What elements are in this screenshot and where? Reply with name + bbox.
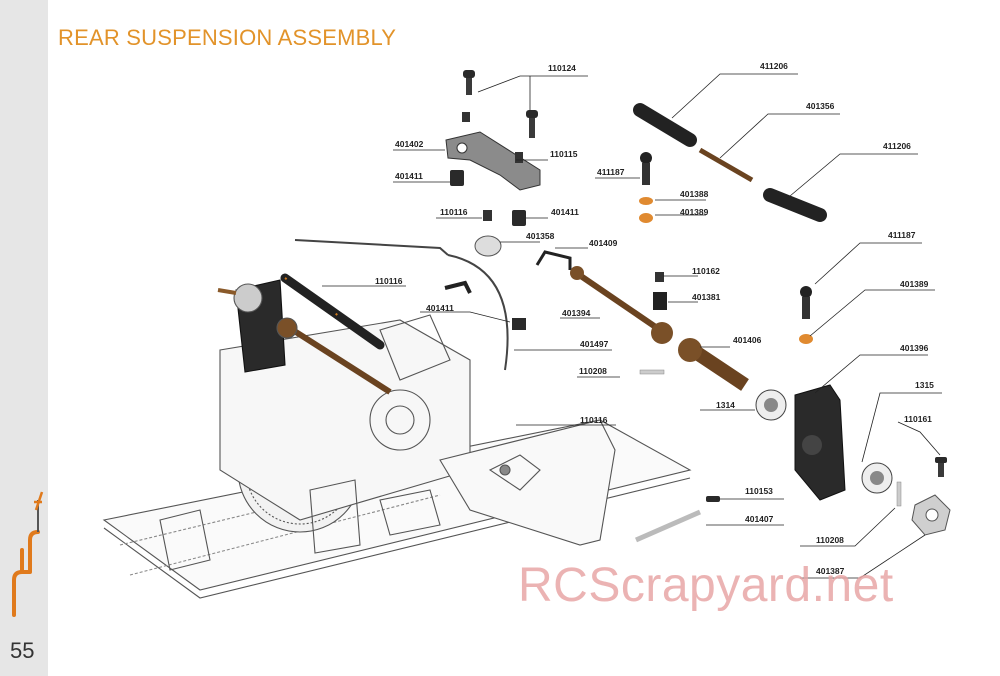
callout-label: 110116 (375, 276, 403, 286)
callout-label: 411187 (597, 167, 625, 177)
callout-label: 401387 (816, 566, 845, 576)
callout-label: 401394 (562, 308, 591, 318)
callout-label: 401389 (900, 279, 929, 289)
callout-label: 401411 (551, 207, 579, 217)
callout-label: 1315 (915, 380, 934, 390)
callout-label: 401402 (395, 139, 424, 149)
exploded-diagram: 110124 411206 401356 401402 110115 41118… (102, 61, 951, 599)
callout-label: 411206 (760, 61, 788, 71)
callout-label: 411187 (888, 230, 916, 240)
callout-label: 401497 (580, 339, 609, 349)
callout-label: 401406 (733, 335, 762, 345)
callout-labels: 110124 411206 401356 401402 110115 41118… (375, 61, 934, 576)
callout-label: 401356 (806, 101, 835, 111)
callout-label: 110208 (816, 535, 844, 545)
callout-label: 401358 (526, 231, 555, 241)
callout-label: 401409 (589, 238, 618, 248)
callout-label: 401411 (426, 303, 454, 313)
callout-label: 110116 (580, 415, 608, 425)
callout-label: 401388 (680, 189, 709, 199)
callout-label: 411206 (883, 141, 911, 151)
callout-label: 401411 (395, 171, 423, 181)
callout-label: 401381 (692, 292, 721, 302)
callout-label: 110124 (548, 63, 576, 73)
callout-label: 110115 (550, 149, 578, 159)
page-title: REAR SUSPENSION ASSEMBLY (58, 25, 397, 50)
watermark-text: RCScrapyard.net (518, 559, 894, 612)
team-edition-logo (12, 491, 44, 617)
callout-label: 401407 (745, 514, 774, 524)
callout-label: 110153 (745, 486, 773, 496)
callout-label: 1314 (716, 400, 735, 410)
callout-label: 401396 (900, 343, 929, 353)
callout-label: 110161 (904, 414, 932, 424)
callout-label: 401389 (680, 207, 709, 217)
page-number: 55 (10, 638, 35, 663)
callout-label: 110116 (440, 207, 468, 217)
callout-label: 110208 (579, 366, 607, 376)
callout-label: 110162 (692, 266, 720, 276)
chassis-drawing (102, 239, 692, 599)
exploded-parts (444, 70, 951, 543)
leader-lines (322, 73, 942, 579)
